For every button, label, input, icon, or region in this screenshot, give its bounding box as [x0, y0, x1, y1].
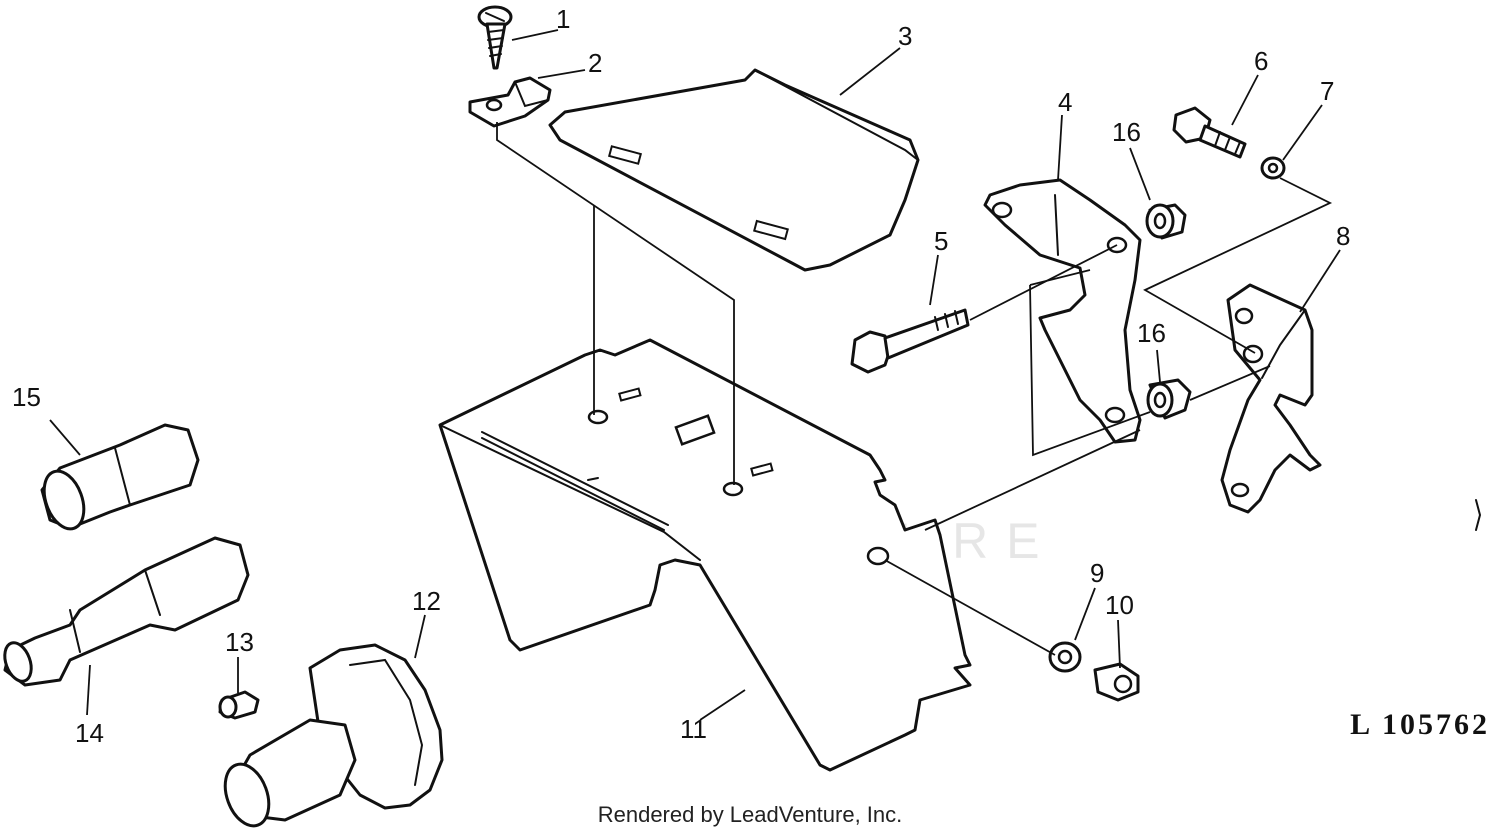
assembly-lines — [496, 122, 1333, 656]
part-1-screw — [477, 5, 513, 70]
callout-11: 11 — [680, 714, 707, 744]
callout-4: 4 — [1058, 87, 1072, 117]
reference-number: L 105762 — [1350, 708, 1490, 741]
callout-numbers: 1 2 3 4 5 6 7 8 9 10 11 12 13 14 15 16 1… — [12, 4, 1350, 748]
part-7-lock-washer — [1260, 156, 1286, 180]
part-16-spacer-upper — [1145, 203, 1187, 240]
callout-7: 7 — [1320, 76, 1334, 106]
callout-3: 3 — [898, 21, 912, 51]
callout-1: 1 — [556, 4, 570, 34]
part-5-cap-screw — [850, 308, 970, 374]
part-14-pin — [3, 536, 250, 687]
callout-15: 15 — [12, 382, 41, 412]
part-16-spacer-lower — [1146, 378, 1192, 420]
part-2-clamp — [468, 76, 552, 128]
part-8-bracket — [1220, 283, 1322, 514]
part-3-top-plate — [548, 68, 920, 272]
part-9-lock-washer — [1048, 641, 1082, 673]
part-12-boot — [223, 643, 444, 828]
callout-8: 8 — [1336, 221, 1350, 251]
part-11-support — [438, 338, 972, 772]
callout-13: 13 — [225, 627, 254, 657]
part-6-cap-screw — [1172, 106, 1247, 159]
part-10-nut — [1093, 662, 1140, 702]
callout-16-lower: 16 — [1137, 318, 1166, 348]
callout-6: 6 — [1254, 46, 1268, 76]
callout-14: 14 — [75, 718, 104, 748]
callout-5: 5 — [934, 226, 948, 256]
part-4-bracket — [983, 178, 1142, 444]
callout-2: 2 — [588, 48, 602, 78]
callout-10: 10 — [1105, 590, 1134, 620]
footer-credit: Rendered by LeadVenture, Inc. — [597, 802, 903, 827]
part-13-plug — [218, 690, 260, 720]
callout-16-upper: 16 — [1112, 117, 1141, 147]
callout-leaders — [49, 29, 1341, 721]
edge-mark — [1475, 499, 1482, 531]
callout-12: 12 — [412, 586, 441, 616]
callout-9: 9 — [1090, 558, 1104, 588]
part-15-sleeve — [40, 423, 200, 531]
